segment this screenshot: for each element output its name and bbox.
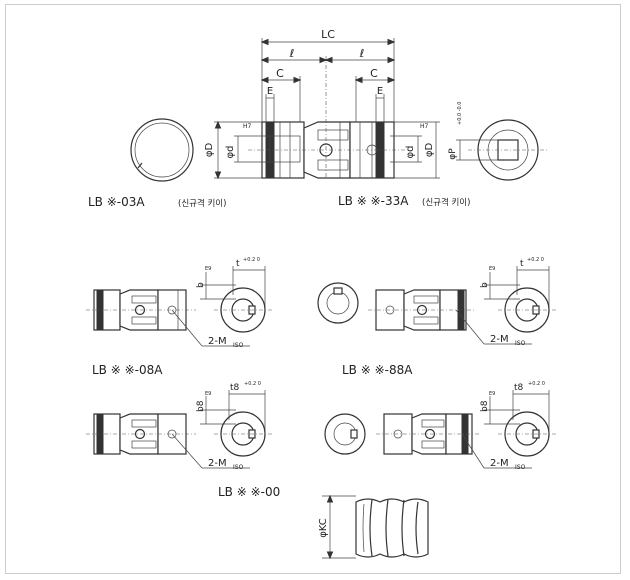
coupling-88a <box>368 289 474 331</box>
dim-phi-d-small-right: φd <box>405 146 416 159</box>
dim-l-left: ℓ <box>289 47 295 60</box>
dim-b8-tol-00-left: E9 <box>205 391 211 397</box>
end-view-00-right-left <box>324 413 366 455</box>
dim-t-88a: t <box>520 259 524 269</box>
dim-t8-00-left: t8 <box>230 383 240 393</box>
ring-part-03a <box>130 118 194 182</box>
dim-t8-tol-00-left: +0.2 0 <box>244 381 261 387</box>
end-view-00-right: b8 E9 t8 +0.2 0 2-M ISO <box>461 381 556 471</box>
dim-thread-00-right: 2-M <box>490 458 509 469</box>
dim-phi-kc: φKC <box>318 518 329 538</box>
dim-phi-d-left: φD <box>204 143 215 158</box>
label-lb-33a-note: (신규격 키이) <box>422 197 470 208</box>
label-lb-33a: LB ※ ※-33A <box>338 194 409 208</box>
dim-b8-00-left: b8 <box>196 400 206 412</box>
dim-lc: LC <box>321 28 335 41</box>
dim-thread-88a: 2-M <box>490 334 509 345</box>
dim-b-tol-08a: E9 <box>205 266 211 272</box>
dim-thread-sub-88a: ISO <box>515 340 526 347</box>
dim-l-right: ℓ <box>359 47 365 60</box>
dim-t-tol-88a: +0.2 0 <box>527 257 544 263</box>
label-lb-03a: LB ※-03A <box>88 195 145 209</box>
coupling-08a <box>86 289 196 331</box>
end-view-33a: φP +0.0 -0.0 <box>448 102 548 181</box>
dim-b-tol-88a: E9 <box>489 266 495 272</box>
dim-d-tol-left: H7 <box>243 123 252 130</box>
end-view-00-left: b8 E9 t8 +0.2 0 2-M ISO <box>171 381 272 471</box>
end-view-08a: b E9 t +0.2 0 2-M ISO <box>171 257 272 349</box>
dim-thread-08a: 2-M <box>208 336 227 347</box>
dim-e-left: E <box>267 86 273 97</box>
dim-b8-00-right: b8 <box>480 400 490 412</box>
dim-t-08a: t <box>236 259 240 269</box>
drawing-frame <box>5 4 621 574</box>
dim-c-left: C <box>276 67 284 80</box>
dim-thread-sub-00-right: ISO <box>515 464 526 471</box>
label-lb-08a: LB ※ ※-08A <box>92 363 163 377</box>
dim-thread-sub-08a: ISO <box>233 342 244 349</box>
dim-d-tol-right: H7 <box>420 123 429 130</box>
end-view-88a-right: b E9 t +0.2 0 2-M ISO <box>455 257 556 347</box>
coupling-main-33a <box>248 121 410 179</box>
coupling-00-left <box>86 413 196 455</box>
dim-p-tol: +0.0 -0.0 <box>457 102 463 126</box>
label-lb-88a: LB ※ ※-88A <box>342 363 413 377</box>
dim-e-right: E <box>377 86 383 97</box>
top-dimensions: LC ℓ ℓ C C E E φD <box>204 28 440 180</box>
dim-c-right: C <box>370 67 378 80</box>
dim-phi-p: φP <box>448 148 458 160</box>
dim-b-08a: b <box>196 282 206 288</box>
dim-b8-tol-00-right: E9 <box>489 391 495 397</box>
dim-thread-00-left: 2-M <box>208 458 227 469</box>
label-lb-03a-note: (신규격 키이) <box>178 198 226 209</box>
dim-t-tol-08a: +0.2 0 <box>243 257 260 263</box>
dim-phi-d-right: φD <box>424 143 435 158</box>
dim-phi-d-small-left: φd <box>225 146 236 159</box>
dim-t8-tol-00-right: +0.2 0 <box>528 381 545 387</box>
label-lb-00: LB ※ ※-00 <box>218 485 280 499</box>
bellows-boot: φKC <box>318 494 429 560</box>
dim-thread-sub-00-left: ISO <box>233 464 244 471</box>
dim-b-88a: b <box>480 282 490 288</box>
dim-t8-00-right: t8 <box>514 383 524 393</box>
end-view-88a-left <box>317 282 359 324</box>
coupling-00-right <box>376 413 480 455</box>
